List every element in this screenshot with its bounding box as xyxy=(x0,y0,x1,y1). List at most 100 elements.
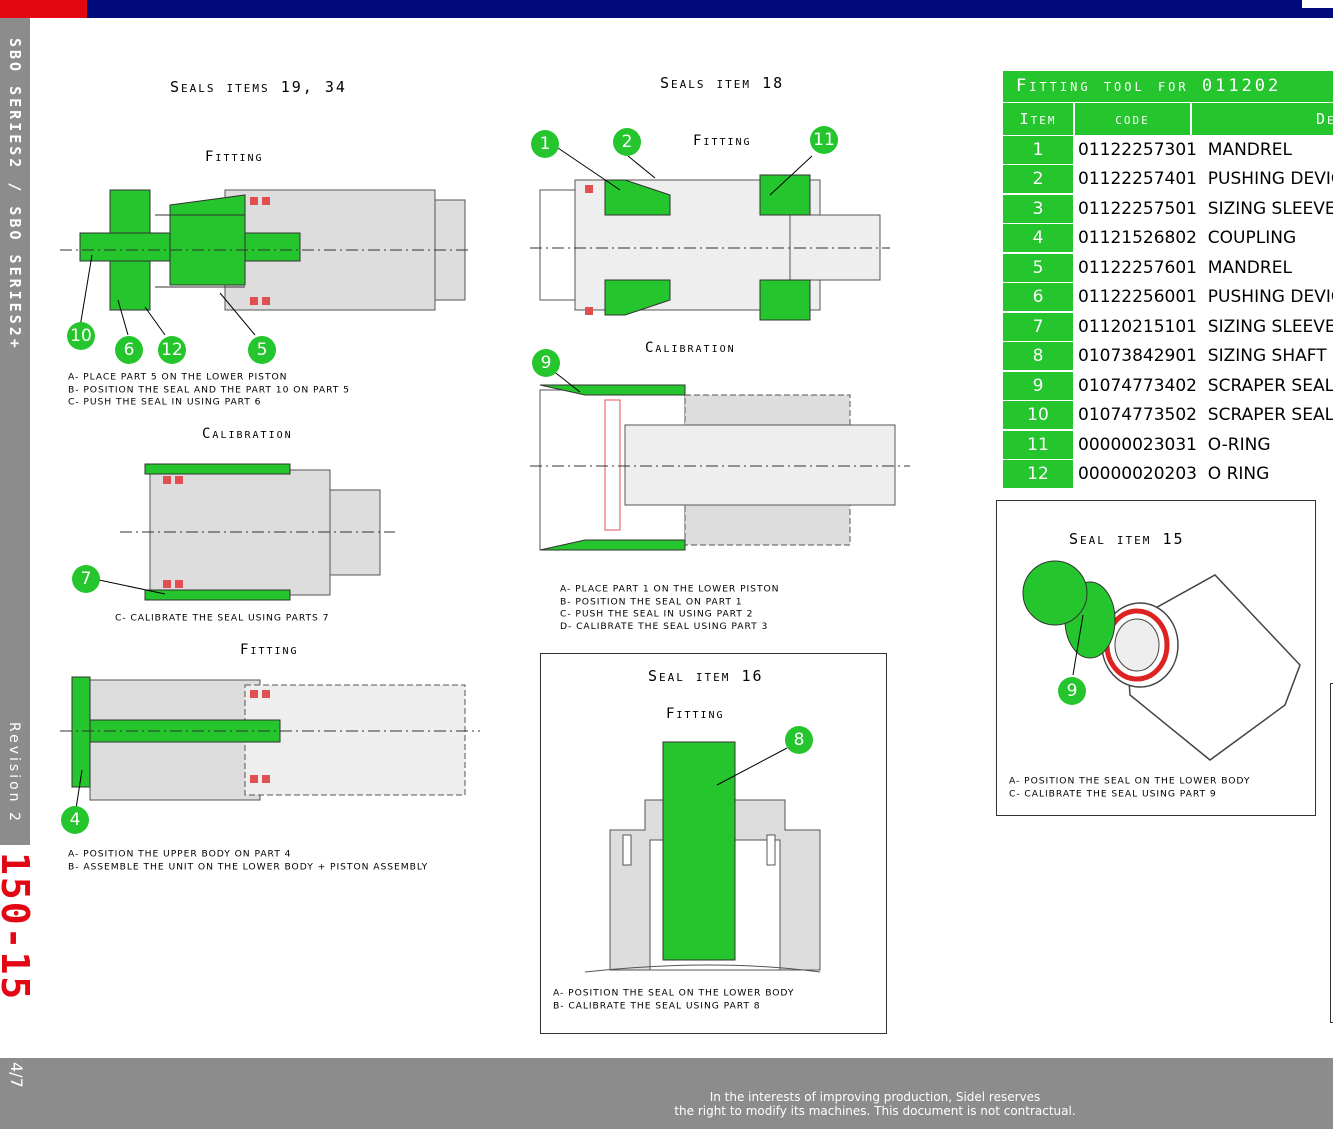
panel-19-34-title: Seals items 19, 34 xyxy=(170,78,347,96)
panel-19-34-fitting2-title: Fitting xyxy=(240,642,299,658)
step-a: a- position the seal on the lower body xyxy=(553,988,795,999)
table-row-item: 8 xyxy=(1003,342,1073,370)
table-cell-desc: SIZING SLEEVE xyxy=(1207,199,1333,219)
page-number: 4/7 xyxy=(7,1062,26,1088)
callout-8: 8 xyxy=(785,726,813,754)
table-cell-code: 01122257501 xyxy=(1078,199,1197,219)
tool-table-header-desc: De xyxy=(1192,103,1333,135)
table-cell-code: 01073842901 xyxy=(1078,346,1197,366)
table-row: 01073842901 SIZING SHAFT xyxy=(1078,342,1327,370)
panel-16-fitting-title: Fitting xyxy=(666,706,725,722)
table-row-item: 12 xyxy=(1003,460,1073,488)
panel-15-steps: a- position the seal on the lower body c-… xyxy=(1009,776,1250,801)
header-blue-band xyxy=(87,0,1333,18)
table-row: 00000023031 O-RING xyxy=(1078,431,1271,459)
table-cell-desc: PUSHING DEVICE xyxy=(1207,287,1333,307)
tool-table-title: Fitting tool for 011202 xyxy=(1003,71,1333,102)
panel-18-steps: a- place part 1 on the lower piston b- po… xyxy=(560,584,779,633)
callout-9: 9 xyxy=(1058,677,1086,705)
panel-19-34-fitting2-steps: a- position the upper body on part 4 b- a… xyxy=(68,849,428,874)
table-cell-code: 00000023031 xyxy=(1078,435,1197,455)
doc-number: 150-15 xyxy=(0,852,37,1002)
step-d: d- calibrate the seal using part 3 xyxy=(560,621,769,632)
panel-18-title: Seals item 18 xyxy=(660,74,785,92)
step-a: a- position the upper body on part 4 xyxy=(68,849,292,860)
panel-19-34-fitting-title: Fitting xyxy=(205,149,264,165)
table-row-item: 6 xyxy=(1003,283,1073,311)
table-cell-desc: SCRAPER SEAL TO xyxy=(1207,376,1333,396)
callout-11: 11 xyxy=(810,126,838,154)
table-cell-code: 01122257401 xyxy=(1078,169,1197,189)
table-row: 01122257601 MANDREL xyxy=(1078,254,1292,282)
table-row: 01120215101 SIZING SLEEVE xyxy=(1078,313,1333,341)
step-c: c- push the seal in using part 6 xyxy=(68,397,262,407)
table-row: 01122256001 PUSHING DEVICE xyxy=(1078,283,1333,311)
callout-2: 2 xyxy=(613,128,641,156)
callout-5: 5 xyxy=(248,336,276,364)
step-b: b- position the seal and the part 10 on … xyxy=(68,385,350,395)
header-red-band xyxy=(0,0,87,18)
table-cell-code: 01122256001 xyxy=(1078,287,1197,307)
step-b: b- position the seal on part 1 xyxy=(560,597,743,607)
drawing-fitting-18 xyxy=(530,147,890,321)
table-row-item: 5 xyxy=(1003,254,1073,282)
panel-19-34-steps: a- place part 5 on the lower pistonb- po… xyxy=(68,372,350,409)
table-cell-desc: SIZING SLEEVE xyxy=(1207,317,1333,337)
panel-18-fitting-title: Fitting xyxy=(693,133,752,149)
footer-line-1: In the interests of improving production… xyxy=(709,1090,1041,1104)
table-row: 01074773502 SCRAPER SEAL TO xyxy=(1078,401,1333,429)
panel-18-calibration-title: Calibration xyxy=(645,340,736,356)
step-a: a- position the seal on the lower body xyxy=(1009,776,1251,787)
table-row-item: 7 xyxy=(1003,313,1073,341)
drawing-calibration-18 xyxy=(530,369,910,551)
drawing-fitting2-19-34 xyxy=(60,676,480,816)
step-c: c- calibrate the seal using part 9 xyxy=(1009,789,1217,799)
table-cell-desc: MANDREL xyxy=(1207,258,1292,278)
footer-line-2: the right to modify its machines. This d… xyxy=(674,1104,1076,1118)
table-row-item: 2 xyxy=(1003,165,1073,193)
table-cell-desc: COUPLING xyxy=(1207,228,1297,248)
table-row: 01121526802 COUPLING xyxy=(1078,224,1296,252)
table-cell-desc: O RING xyxy=(1207,464,1270,484)
callout-10: 10 xyxy=(67,322,95,350)
callout-4: 4 xyxy=(61,806,89,834)
step-c: c- push the seal in using part 2 xyxy=(560,609,754,619)
table-row-item: 1 xyxy=(1003,136,1073,164)
table-cell-code: 01122257601 xyxy=(1078,258,1197,278)
header-corner xyxy=(1302,0,1333,8)
series-label: SBO SERIES2 / SBO SERIES2+ xyxy=(6,38,24,351)
drawing-seal-15 xyxy=(1022,560,1301,761)
table-cell-code: 01122257301 xyxy=(1078,140,1197,160)
table-row: 01122257301 MANDREL xyxy=(1078,136,1292,164)
footer-disclaimer: In the interests of improving production… xyxy=(560,1090,1190,1118)
table-cell-desc: SCRAPER SEAL TO xyxy=(1207,405,1333,425)
table-row-item: 9 xyxy=(1003,372,1073,400)
table-row-item: 3 xyxy=(1003,195,1073,223)
tool-table-header-item: Item xyxy=(1003,103,1073,135)
drawing-fitting-16 xyxy=(584,741,821,973)
table-cell-desc: PUSHING DEVICE xyxy=(1207,169,1333,189)
tool-table-header-code: code xyxy=(1075,103,1190,135)
step-a: a- place part 1 on the lower piston xyxy=(560,584,780,595)
panel-19-34-calibration-title: Calibration xyxy=(202,426,293,442)
callout-6: 6 xyxy=(115,336,143,364)
callout-7: 7 xyxy=(72,565,100,593)
table-cell-code: 01121526802 xyxy=(1078,228,1197,248)
table-cell-desc: O-RING xyxy=(1207,435,1271,455)
table-row: 01074773402 SCRAPER SEAL TO xyxy=(1078,372,1333,400)
table-cell-desc: MANDREL xyxy=(1207,140,1292,160)
callout-9-calibration: 9 xyxy=(532,349,560,377)
table-cell-code: 01074773502 xyxy=(1078,405,1197,425)
revision-label: Revision 2 xyxy=(6,722,22,824)
footer-bar xyxy=(0,1058,1333,1129)
drawing-calibration-19-34 xyxy=(98,463,395,601)
table-cell-desc: SIZING SHAFT xyxy=(1207,346,1327,366)
clipped-panel-edge xyxy=(1330,683,1333,1023)
drawing-fitting-19-34 xyxy=(60,189,470,336)
table-row: 01122257501 SIZING SLEEVE xyxy=(1078,195,1333,223)
table-cell-code: 01120215101 xyxy=(1078,317,1197,337)
step-b: b- assemble the unit on the lower body +… xyxy=(68,862,429,872)
panel-16-title: Seal item 16 xyxy=(648,667,764,685)
callout-12: 12 xyxy=(158,336,186,364)
table-row-item: 4 xyxy=(1003,224,1073,252)
